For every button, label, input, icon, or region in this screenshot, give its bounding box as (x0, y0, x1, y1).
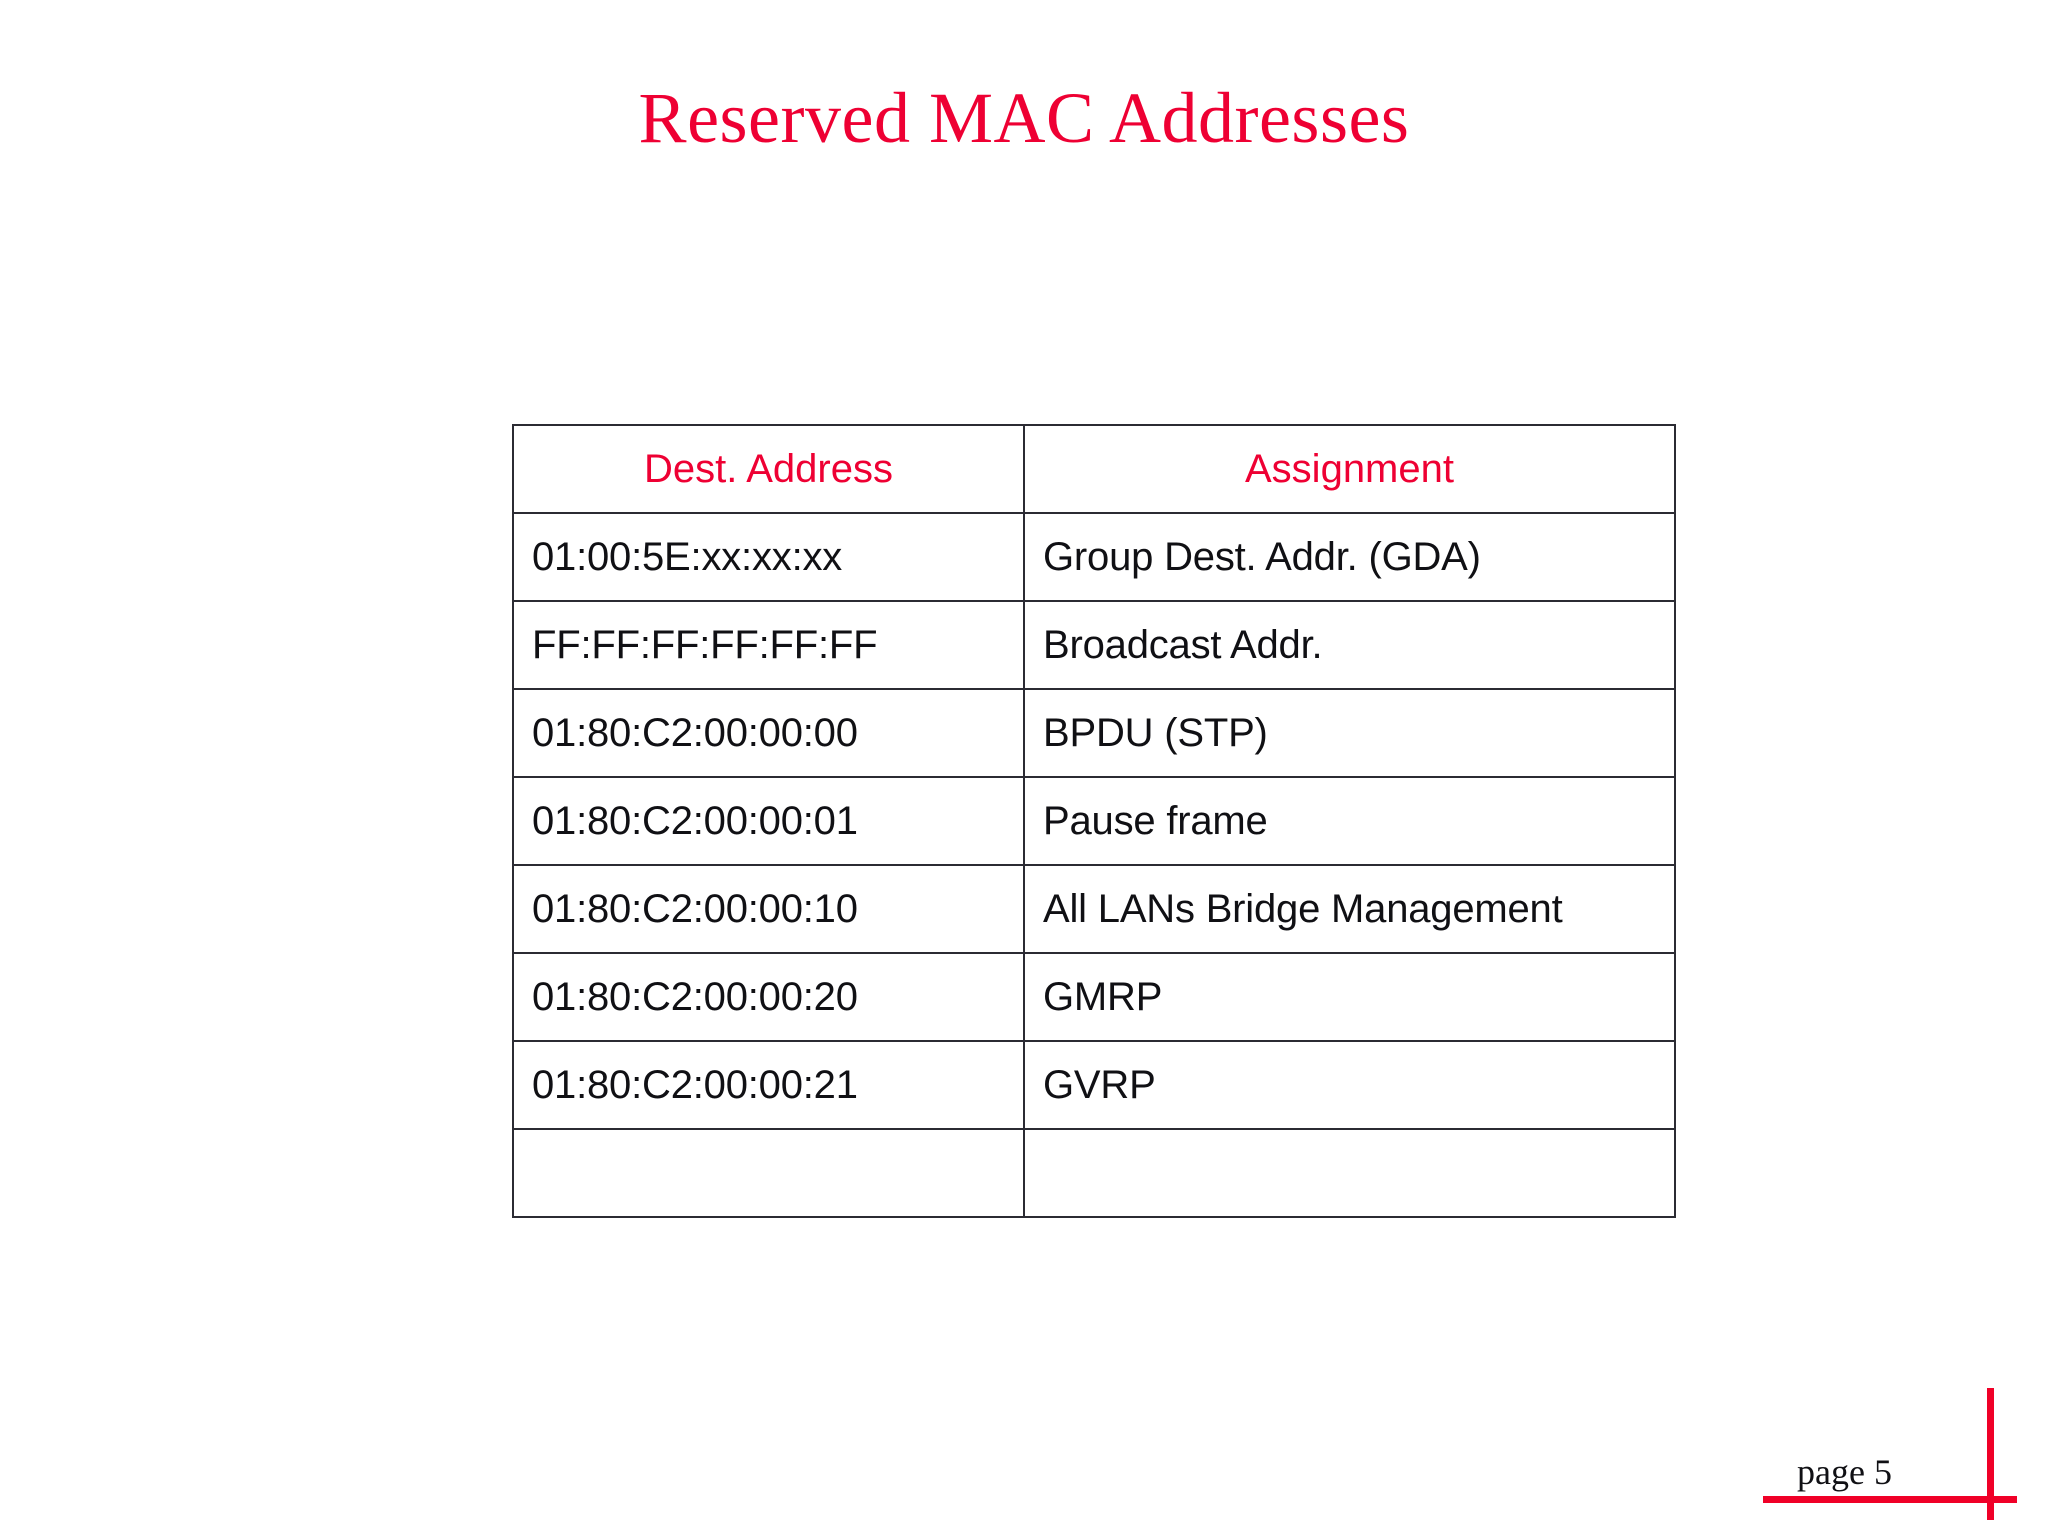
cell-dest-address: 01:80:C2:00:00:00 (512, 688, 1025, 778)
cell-assignment: Group Dest. Addr. (GDA) (1023, 512, 1676, 602)
reserved-mac-address-table: Dest. Address Assignment 01:00:5E:xx:xx:… (512, 424, 1676, 1218)
footer-horizontal-rule (1763, 1496, 2017, 1503)
table-header: Dest. Address Assignment (512, 424, 1676, 514)
footer-vertical-rule (1987, 1388, 1994, 1520)
reserved-mac-table-container: Dest. Address Assignment 01:00:5E:xx:xx:… (512, 424, 1676, 1218)
cell-dest-address: 01:80:C2:00:00:01 (512, 776, 1025, 866)
cell-assignment: BPDU (STP) (1023, 688, 1676, 778)
slide-footer: page 5 (1763, 1380, 2048, 1536)
cell-dest-address: 01:80:C2:00:00:21 (512, 1040, 1025, 1130)
cell-dest-address: 01:00:5E:xx:xx:xx (512, 512, 1025, 602)
cell-assignment (1023, 1128, 1676, 1218)
table-header-row: Dest. Address Assignment (512, 424, 1676, 514)
cell-assignment: GMRP (1023, 952, 1676, 1042)
cell-assignment: GVRP (1023, 1040, 1676, 1130)
cell-dest-address: 01:80:C2:00:00:10 (512, 864, 1025, 954)
page-title: Reserved MAC Addresses (638, 78, 1410, 158)
table-row (512, 1128, 1676, 1218)
cell-dest-address: FF:FF:FF:FF:FF:FF (512, 600, 1025, 690)
cell-assignment: All LANs Bridge Management (1023, 864, 1676, 954)
page-number: page 5 (1797, 1452, 1892, 1492)
cell-dest-address (512, 1128, 1025, 1218)
column-header-assignment: Assignment (1023, 424, 1676, 514)
cell-assignment: Broadcast Addr. (1023, 600, 1676, 690)
cell-assignment: Pause frame (1023, 776, 1676, 866)
cell-dest-address: 01:80:C2:00:00:20 (512, 952, 1025, 1042)
column-header-dest-address: Dest. Address (512, 424, 1025, 514)
